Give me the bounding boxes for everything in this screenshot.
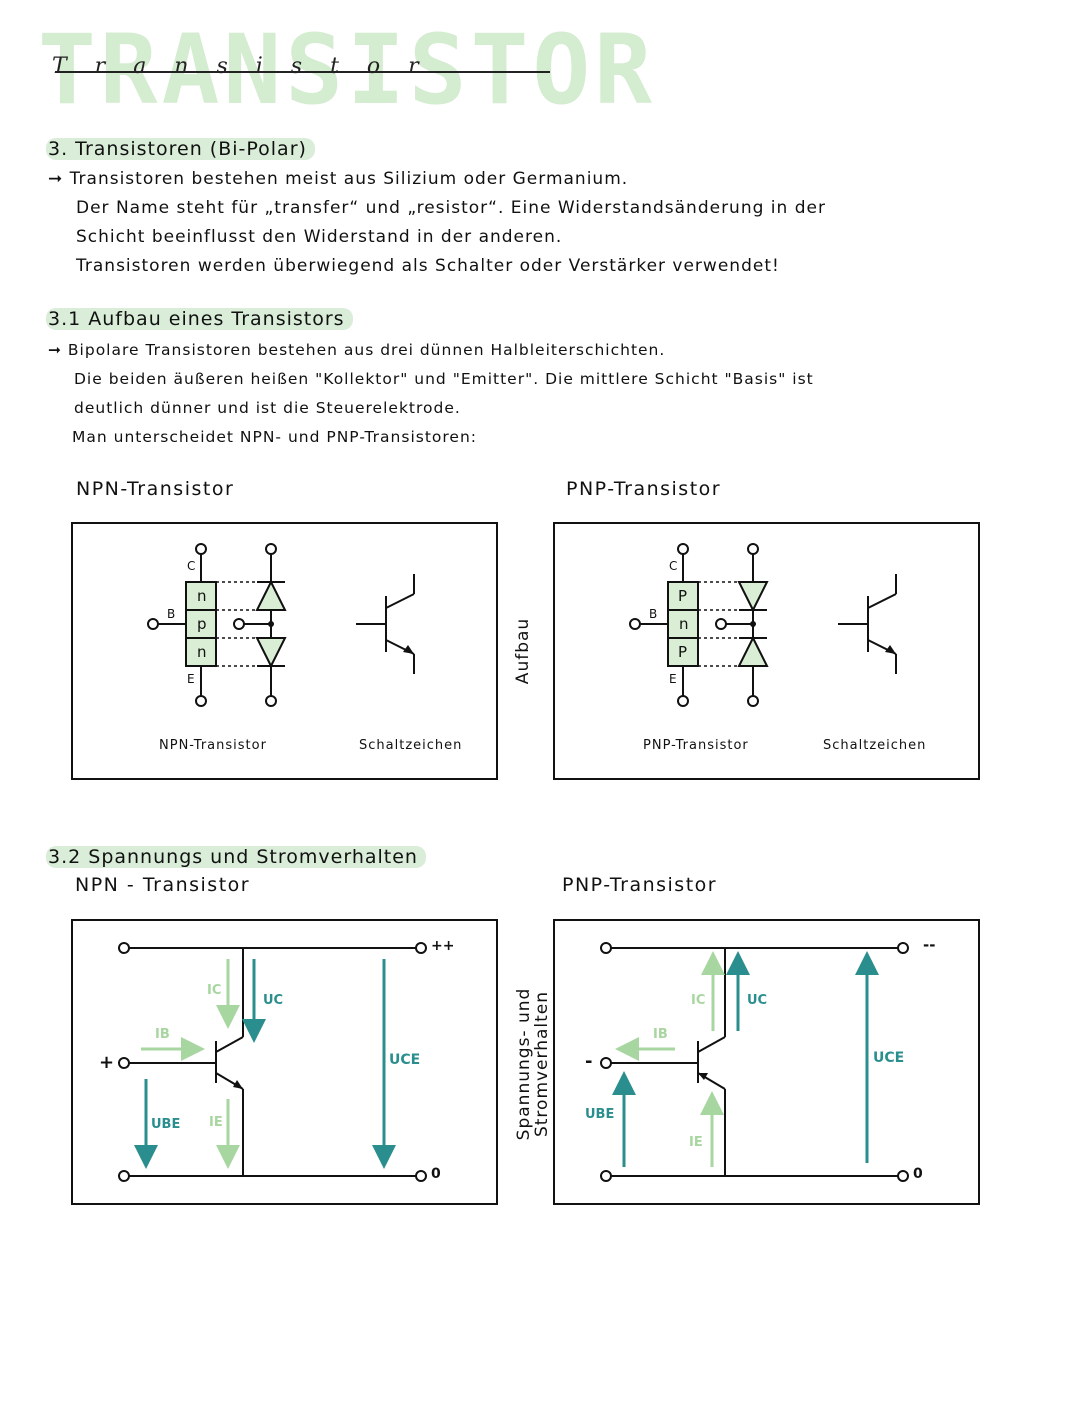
pnp-behaviour-diagram [600,942,909,1182]
pnp-schaltzeichen-caption: Schaltzeichen [823,738,927,753]
npn-ie-label: IE [209,1115,223,1130]
npn-aufbau-diagram [147,543,415,707]
section-31-text: ➞ Bipolare Transistoren bestehen aus dre… [48,341,814,446]
section-3-text: ➞ Transistoren bestehen meist aus Silizi… [48,169,826,276]
npn-aufbau-caption: NPN-Transistor [159,738,267,753]
pnp-bottom-potential: 0 [913,1166,923,1182]
npn-e-label: E [187,672,195,686]
section-31-heading: 3.1 Aufbau eines Transistors [46,308,353,330]
title-underline [55,71,550,73]
pnp-c-label: C [669,559,678,573]
section-32-heading: 3.2 Spannungs und Stromverhalten [46,846,426,868]
aufbau-side-label: Aufbau [513,617,533,685]
npn-aufbau-box: n p n C B E NPN-Transistor Schaltzeichen [71,522,498,780]
pnp-b-label: B [649,607,658,621]
pnp-aufbau-caption: PNP-Transistor [643,738,749,753]
pnp-input-sign: - [585,1051,593,1072]
pnp-aufbau-diagram [629,543,897,707]
pnp-layer-2: n [679,615,689,633]
behaviour-side-label: Spannungs- und Stromverhalten [514,987,552,1141]
npn-input-sign: + [99,1052,115,1073]
npn-uce-label: UCE [389,1052,421,1068]
npn-bottom-potential: 0 [431,1166,441,1182]
npn-behaviour-box: ++ 0 + IC UC IB UBE IE UCE [71,919,498,1205]
npn-layer-1: n [197,587,207,605]
npn-behaviour-title: NPN - Transistor [75,874,251,896]
section-3-heading: 3. Transistoren (Bi-Polar) [46,138,315,160]
pnp-behaviour-title: PNP-Transistor [562,874,718,896]
pnp-ie-label: IE [689,1135,703,1150]
arrow-icon: ➞ [48,341,68,359]
npn-layer-3: n [197,643,207,661]
title-watermark: TRANSISTOR [38,14,656,126]
pnp-uc-label: UC [747,993,768,1008]
npn-ib-label: IB [155,1027,170,1042]
npn-c-label: C [187,559,196,573]
npn-schaltzeichen-caption: Schaltzeichen [359,738,463,753]
npn-aufbau-title: NPN-Transistor [76,478,235,500]
arrow-icon: ➞ [48,169,70,189]
pnp-ib-label: IB [653,1027,668,1042]
npn-behaviour-diagram [118,942,427,1182]
npn-b-label: B [167,607,176,621]
npn-top-potential: ++ [431,938,455,954]
title-script: Transistor [52,54,447,79]
npn-uc-label: UC [263,993,284,1008]
pnp-layer-3: P [678,643,688,661]
pnp-behaviour-box: -- 0 - IC UC IB UBE IE UCE [553,919,980,1205]
pnp-e-label: E [669,672,677,686]
pnp-top-potential: -- [923,936,936,954]
pnp-ube-label: UBE [585,1107,615,1122]
npn-ic-label: IC [207,983,222,998]
pnp-uce-label: UCE [873,1050,905,1066]
pnp-ic-label: IC [691,993,706,1008]
pnp-layer-1: P [678,587,688,605]
npn-ube-label: UBE [151,1117,181,1132]
pnp-aufbau-title: PNP-Transistor [566,478,722,500]
pnp-aufbau-box: P n P C B E PNP-Transistor Schaltzeichen [553,522,980,780]
npn-layer-2: p [197,615,207,633]
